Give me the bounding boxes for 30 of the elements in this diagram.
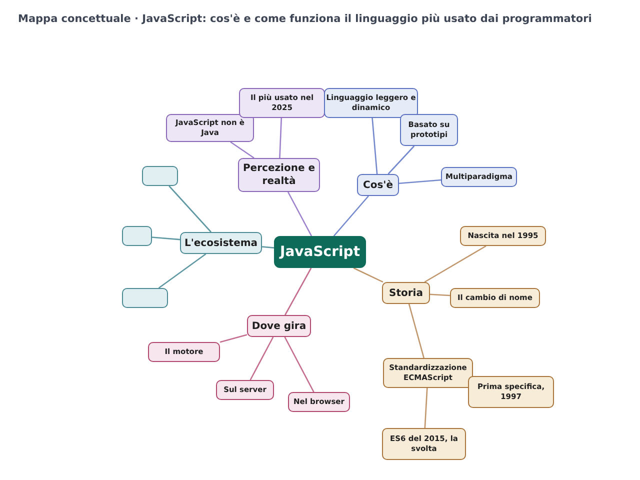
topic-box: L'ecosistema [180,232,262,254]
topic-box: Cos'è [357,174,399,196]
connector-line [284,336,314,392]
subtopic-box [122,226,152,246]
topic-box: Percezione e realtà [238,158,320,192]
diagram-title: Mappa concettuale · JavaScript: cos'è e come funziona il linguaggio più usato dai programmatori [18,13,592,25]
connector-line [333,196,369,236]
connector-line [287,192,312,236]
connector-line [372,118,378,174]
connector-line [220,334,248,343]
connector-line [262,246,274,248]
connector-line [388,146,415,174]
connector-line [424,245,486,283]
connector-line [168,186,212,232]
connector-line [284,268,312,316]
topic-box: Storia [382,282,430,304]
connector-line [424,388,428,428]
topic-box: Dove gira [247,315,311,337]
connector-line [353,267,384,283]
connector-line [408,304,424,358]
connector-line [152,236,180,240]
connector-line [158,253,206,289]
connector-line [250,336,274,380]
connector-line [430,294,450,296]
connector-line [398,179,442,184]
connector-line [279,118,282,158]
subtopic-box [142,166,178,186]
subtopic-box [122,288,168,308]
connector-line [230,141,254,159]
central-topic: JavaScript [274,236,366,268]
